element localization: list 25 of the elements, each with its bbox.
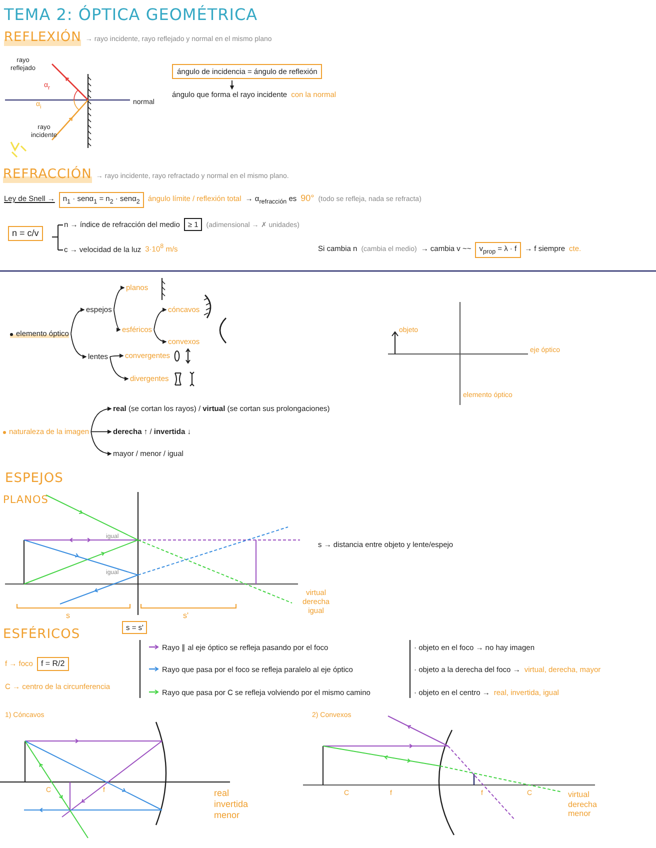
image-properties-text: real invertida menor xyxy=(214,788,250,820)
arrow xyxy=(113,309,121,331)
arrow xyxy=(110,356,129,381)
arrow xyxy=(90,406,112,432)
arrow xyxy=(90,431,112,456)
formula-box: f = R/2 xyxy=(36,657,69,671)
highlight-text: 90° xyxy=(300,193,314,204)
dimension-label: s xyxy=(66,611,70,621)
arrow xyxy=(154,308,167,330)
section-heading: ESFÉRICOS xyxy=(3,627,80,643)
arrow xyxy=(70,333,87,359)
arrow xyxy=(154,329,167,344)
page-title: TEMA 2: ÓPTICA GEOMÉTRICA xyxy=(4,5,258,24)
section-heading: ESPEJOS xyxy=(5,471,64,487)
image-properties-text: virtual derecha menor xyxy=(568,790,598,819)
section-heading: PLANOS xyxy=(3,494,48,507)
section-heading: REFRACCIÓN xyxy=(3,167,92,183)
arrow xyxy=(113,286,125,310)
arrow xyxy=(90,429,112,434)
arrow xyxy=(70,308,85,334)
formula-box: n = c/v xyxy=(8,226,43,241)
dimension-label: s' xyxy=(183,611,189,621)
arrow xyxy=(110,353,124,358)
section-heading: REFLEXIÓN xyxy=(4,30,82,46)
arrow xyxy=(230,80,234,90)
